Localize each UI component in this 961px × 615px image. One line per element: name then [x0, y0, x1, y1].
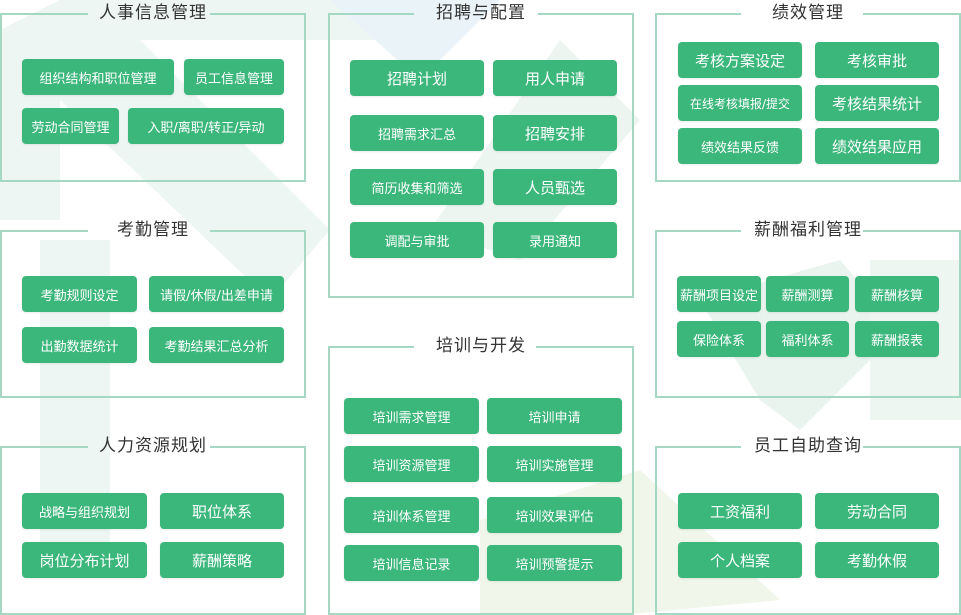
btn-employee-info[interactable]: 员工信息管理 [184, 59, 284, 95]
btn-salary-estimate[interactable]: 薪酬测算 [766, 276, 849, 312]
btn-recruit-plan[interactable]: 招聘计划 [350, 60, 484, 96]
module-personnel: 人事信息管理 组织结构和职位管理 员工信息管理 劳动合同管理 入职/离职/转正/… [0, 3, 306, 182]
btn-assess-approve[interactable]: 考核审批 [815, 42, 939, 78]
module-title: 招聘与配置 [436, 3, 526, 23]
btn-train-evaluate[interactable]: 培训效果评估 [487, 497, 622, 533]
btn-offer-notice[interactable]: 录用通知 [493, 222, 617, 258]
btn-demand-summary[interactable]: 招聘需求汇总 [350, 115, 484, 151]
module-training: 培训与开发 培训需求管理 培训申请 培训资源管理 培训实施管理 培训体系管理 培… [328, 336, 634, 615]
btn-recruit-arrange[interactable]: 招聘安排 [493, 115, 617, 151]
module-compensation: 薪酬福利管理 薪酬项目设定 薪酬测算 薪酬核算 保险体系 福利体系 薪酬报表 [655, 220, 961, 398]
btn-salary-strategy[interactable]: 薪酬策略 [160, 542, 284, 578]
btn-wage-benefits[interactable]: 工资福利 [678, 493, 802, 529]
btn-online-assess[interactable]: 在线考核填报/提交 [678, 85, 802, 121]
btn-labor-contract[interactable]: 劳动合同管理 [22, 108, 119, 144]
btn-attend-leave[interactable]: 考勤休假 [815, 542, 939, 578]
module-recruitment: 招聘与配置 招聘计划 用人申请 招聘需求汇总 招聘安排 简历收集和筛选 人员甄选… [328, 3, 634, 298]
btn-my-contract[interactable]: 劳动合同 [815, 493, 939, 529]
module-planning: 人力资源规划 战略与组织规划 职位体系 岗位分布计划 薪酬策略 [0, 436, 306, 615]
btn-selection[interactable]: 人员甄选 [493, 169, 617, 205]
btn-org-structure[interactable]: 组织结构和职位管理 [22, 59, 174, 95]
btn-result-feedback[interactable]: 绩效结果反馈 [678, 128, 802, 164]
module-performance: 绩效管理 考核方案设定 考核审批 在线考核填报/提交 考核结果统计 绩效结果反馈… [655, 3, 961, 182]
btn-position-system[interactable]: 职位体系 [160, 493, 284, 529]
btn-train-apply[interactable]: 培训申请 [487, 398, 622, 434]
btn-attend-rules[interactable]: 考勤规则设定 [22, 276, 137, 312]
btn-salary-report[interactable]: 薪酬报表 [855, 321, 939, 357]
module-title: 人力资源规划 [99, 436, 207, 456]
btn-personal-file[interactable]: 个人档案 [678, 542, 802, 578]
btn-train-execute[interactable]: 培训实施管理 [487, 446, 622, 482]
btn-onboarding[interactable]: 入职/离职/转正/异动 [128, 108, 284, 144]
btn-welfare[interactable]: 福利体系 [766, 321, 849, 357]
btn-leave-request[interactable]: 请假/休假/出差申请 [149, 276, 284, 312]
btn-salary-calc[interactable]: 薪酬核算 [855, 276, 939, 312]
btn-result-apply[interactable]: 绩效结果应用 [815, 128, 939, 164]
btn-assess-stats[interactable]: 考核结果统计 [815, 85, 939, 121]
btn-attend-analysis[interactable]: 考勤结果汇总分析 [149, 327, 284, 363]
module-title: 人事信息管理 [99, 3, 207, 23]
btn-assess-scheme[interactable]: 考核方案设定 [678, 42, 802, 78]
btn-allocation[interactable]: 调配与审批 [350, 222, 484, 258]
btn-resume-screen[interactable]: 简历收集和筛选 [350, 169, 484, 205]
btn-staff-request[interactable]: 用人申请 [493, 60, 617, 96]
module-title: 绩效管理 [772, 3, 844, 23]
btn-attend-stats[interactable]: 出勤数据统计 [22, 327, 137, 363]
btn-train-alerts[interactable]: 培训预警提示 [487, 545, 622, 581]
module-title: 考勤管理 [117, 220, 189, 240]
module-attendance: 考勤管理 考勤规则设定 请假/休假/出差申请 出勤数据统计 考勤结果汇总分析 [0, 220, 306, 398]
btn-train-resource[interactable]: 培训资源管理 [344, 446, 479, 482]
btn-train-records[interactable]: 培训信息记录 [344, 545, 479, 581]
btn-salary-items[interactable]: 薪酬项目设定 [677, 276, 761, 312]
btn-insurance[interactable]: 保险体系 [677, 321, 761, 357]
module-title: 培训与开发 [436, 336, 526, 356]
btn-strategy-plan[interactable]: 战略与组织规划 [22, 493, 147, 529]
btn-train-system[interactable]: 培训体系管理 [344, 497, 479, 533]
btn-position-plan[interactable]: 岗位分布计划 [22, 542, 147, 578]
module-selfservice: 员工自助查询 工资福利 劳动合同 个人档案 考勤休假 [655, 436, 961, 615]
module-title: 薪酬福利管理 [754, 220, 862, 240]
module-title: 员工自助查询 [754, 436, 862, 456]
btn-train-demand[interactable]: 培训需求管理 [344, 398, 479, 434]
